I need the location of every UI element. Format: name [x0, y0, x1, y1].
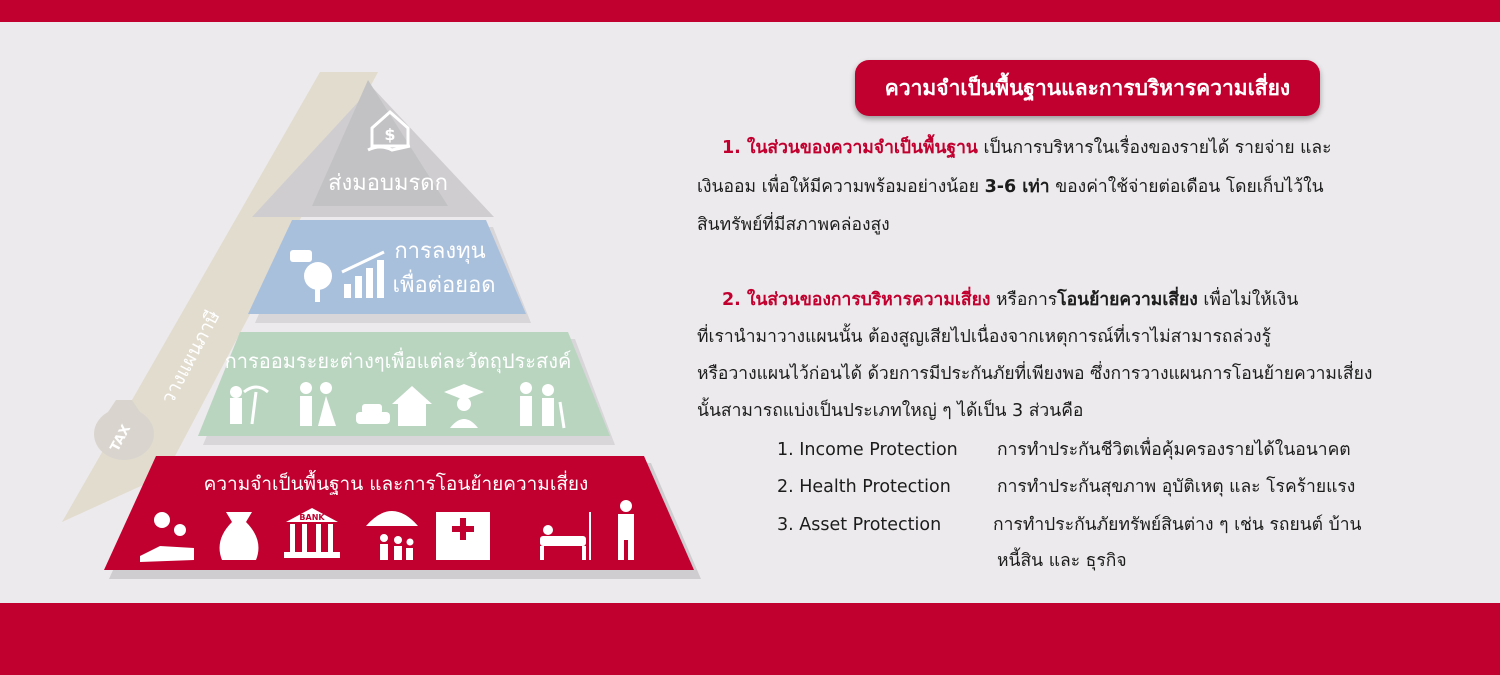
p1-line1: 1. ในส่วนของความจำเป็นพื้นฐาน เป็นการบริ… — [722, 133, 1332, 163]
level-top-label: ส่งมอบมรดก — [328, 171, 448, 196]
p1-line2-bold: 3-6 เท่า — [984, 177, 1050, 197]
injured-person-icon — [618, 500, 634, 560]
house-money-hand-icon — [367, 109, 411, 152]
elderly-couple-icon — [520, 382, 566, 429]
level-invest-line2: เพื่อต่อยอด — [392, 269, 495, 298]
item-2-label: 2. Health Protection — [777, 477, 951, 497]
graduate-icon — [444, 384, 484, 428]
dollar-sign-icon: $ — [384, 125, 395, 144]
p1-line2-a: เงินออม เพื่อให้มีความพร้อมอย่างน้อย — [697, 177, 985, 197]
p1-line2-b: ของค่าใช้จ่ายต่อเดือน โดยเก็บไว้ใน — [1049, 177, 1324, 197]
travel-beach-icon — [230, 385, 269, 425]
p2-line2: ที่เรานำมาวางแผนนั้น ต้องสูญเสียไปเนื่อง… — [697, 327, 1271, 347]
item-1-desc: การทำประกันชีวิตเพื่อคุ้มครองรายได้ในอนา… — [997, 440, 1351, 460]
pyramid-level-investment — [248, 220, 526, 314]
house-icon — [392, 386, 432, 426]
bank-building-icon — [284, 508, 340, 558]
p2-line3: หรือวางแผนไว้ก่อนได้ ด้วยการมีประกันภัยท… — [697, 364, 1373, 384]
patient-bed-icon — [540, 512, 591, 560]
watering-can-tree-icon — [290, 250, 332, 302]
item-3-desc: การทำประกันภัยทรัพย์สินต่าง ๆ เช่น รถยนต… — [993, 515, 1362, 535]
pyramid-level-legacy — [312, 80, 448, 206]
top-red-band — [0, 0, 1500, 22]
bank-text: BANK — [299, 513, 325, 522]
p1-lead: 1. ในส่วนของความจำเป็นพื้นฐาน — [722, 138, 978, 158]
level-base-label: ความจำเป็นพื้นฐาน และการโอนย้ายความเสี่ย… — [204, 470, 589, 495]
p2-bold: โอนย้ายความเสี่ยง — [1057, 290, 1198, 310]
tax-bag-icon — [94, 400, 154, 460]
p1-rest: เป็นการบริหารในเรื่องของรายได้ รายจ่าย แ… — [977, 138, 1332, 158]
rising-bar-chart-icon — [341, 250, 385, 298]
level-invest-line1: การลงทุน — [394, 239, 485, 264]
section-heading: ความจำเป็นพื้นฐานและการบริหารความเสี่ยง — [855, 60, 1320, 116]
item-1-label: 1. Income Protection — [777, 440, 958, 460]
item-3-label: 3. Asset Protection — [777, 515, 942, 535]
p1-line2: เงินออม เพื่อให้มีความพร้อมอย่างน้อย 3-6… — [697, 172, 1324, 202]
umbrella-family-icon — [366, 511, 418, 560]
wedding-couple-icon — [300, 382, 336, 426]
p1-line3: สินทรัพย์ที่มีสภาพคล่องสูง — [697, 215, 890, 235]
p2-rest: เพื่อไม่ให้เงิน — [1197, 290, 1299, 310]
p2-line1: 2. ในส่วนของการบริหารความเสี่ยง หรือการโ… — [722, 285, 1298, 315]
money-bag-icon — [219, 512, 259, 560]
car-icon — [356, 404, 390, 424]
level-saving-label: การออมระยะต่างๆเพื่อแต่ละวัตถุประสงค์ — [225, 347, 572, 374]
p2-mid: หรือการ — [990, 290, 1058, 310]
coins-hand-icon — [140, 512, 194, 562]
item-3-desc-line2: หนี้สิน และ ธุรกิจ — [997, 551, 1127, 571]
p2-line4: นั้นสามารถแบ่งเป็นประเภทใหญ่ ๆ ได้เป็น 3… — [697, 401, 1084, 421]
p2-lead: 2. ในส่วนของการบริหารความเสี่ยง — [722, 290, 991, 310]
bottom-red-band — [0, 603, 1500, 675]
item-2-desc: การทำประกันสุขภาพ อุบัติเหตุ และ โรคร้าย… — [997, 477, 1356, 497]
financial-pyramid-diagram: $ ส่งมอบมรดก การลงทุน เพื่อต่อยอด การออม… — [62, 72, 701, 579]
